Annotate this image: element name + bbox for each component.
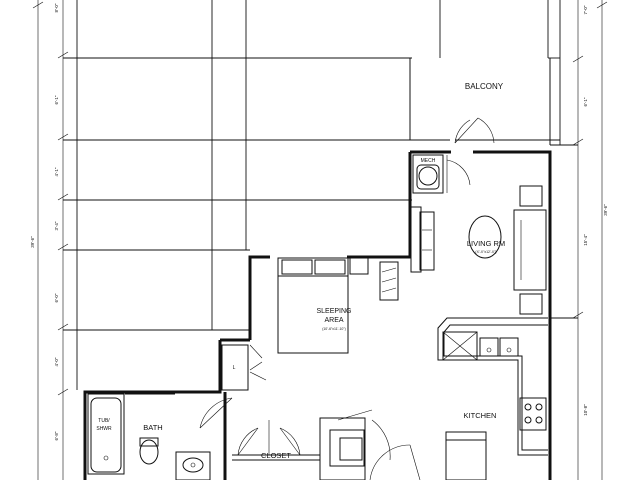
tub-label-line2: SHWR [96, 426, 112, 432]
sleeping-area [277, 257, 399, 354]
adjacent-grid [63, 0, 578, 390]
bathroom [87, 393, 233, 480]
bath-label: BATH [143, 423, 162, 432]
mech-label: MECH [421, 158, 436, 164]
living-room [410, 185, 547, 315]
dim-left-top: 8'-0" [54, 3, 59, 12]
linen-closet [221, 344, 267, 391]
left-dimension-line [32, 0, 69, 480]
dim-right-seg-3: 10'-8" [583, 404, 588, 416]
laundry [319, 409, 421, 480]
balcony-door [454, 117, 495, 144]
dim-left-seg-3: 3'-4" [54, 221, 59, 230]
dim-left-seg-4: 6'-0" [54, 293, 59, 302]
kitchen-label: KITCHEN [464, 411, 497, 420]
sleeping-dimension: (10'-6"x11'-10") [322, 327, 346, 331]
sleeping-label-line2: AREA [324, 317, 343, 324]
balcony [409, 58, 560, 145]
dim-right-seg-1: 6'-1" [583, 97, 588, 106]
right-dimension-line [572, 0, 608, 480]
living-room-label: LIVING RM [467, 239, 505, 248]
dim-left-seg-6: 6'-8" [54, 431, 59, 440]
dim-right-top: 7'-0" [583, 5, 588, 14]
dim-left-seg-1: 6'-1" [54, 95, 59, 104]
mech-room [412, 154, 471, 194]
balcony-label: BALCONY [465, 82, 504, 91]
dim-left-overall: 39'-6" [30, 236, 35, 248]
living-room-dimension: (X'-X"x12'-X") [475, 250, 496, 254]
sleeping-label-line1: SLEEPING [316, 308, 351, 315]
dim-right-overall: 39'-6" [603, 204, 608, 216]
kitchen [437, 317, 548, 480]
linen-label: L [233, 365, 236, 371]
dim-left-seg-5: 4'-0" [54, 357, 59, 366]
dim-left-seg-2: 4'-1" [54, 167, 59, 176]
closet [237, 420, 301, 456]
tub-label-line1: TUB/ [98, 418, 110, 424]
closet-label: CLOSET [261, 451, 291, 460]
dim-right-seg-2: 15'-4" [583, 234, 588, 246]
unit-walls [83, 150, 552, 480]
